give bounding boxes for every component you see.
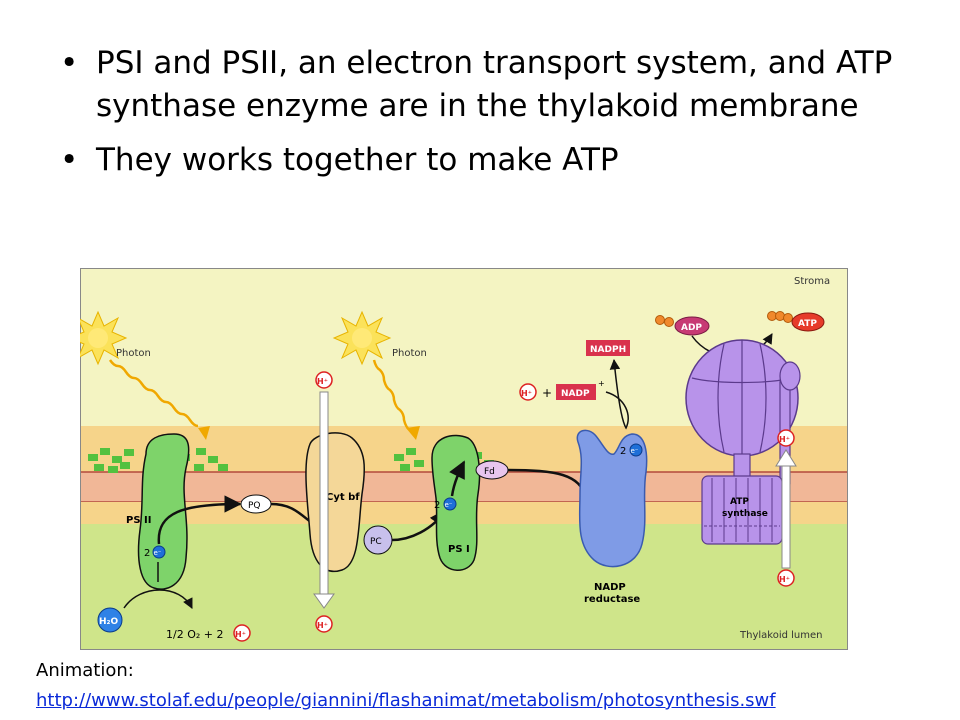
- hydrogen-ion: H⁺: [315, 615, 333, 633]
- svg-text:e⁻: e⁻: [631, 447, 639, 455]
- svg-text:NADP: NADP: [561, 389, 590, 399]
- nadp-reductase: [576, 429, 648, 568]
- atp-synthase: [685, 339, 801, 545]
- lumen-label: Thylakoid lumen: [739, 630, 822, 641]
- psi-label: PS I: [448, 544, 470, 555]
- plastoquinone: PQ: [240, 494, 272, 514]
- reductase-label: reductase: [584, 594, 640, 605]
- photon-label: Photon: [392, 348, 427, 359]
- svg-text:H⁺: H⁺: [317, 621, 328, 630]
- electron-icon: e⁻: [443, 497, 457, 511]
- animation-link[interactable]: http://www.stolaf.edu/people/giannini/fl…: [36, 690, 776, 711]
- atp-molecule: ATP: [767, 311, 825, 332]
- plus-sign: +: [542, 386, 552, 400]
- nadph-product: NADPH: [586, 340, 630, 356]
- bullet-text: PSI and PSII, an electron transport syst…: [96, 45, 893, 124]
- bullet-text: They works together to make ATP: [96, 142, 619, 178]
- photosystem-ii: [137, 433, 190, 590]
- svg-text:e⁻: e⁻: [445, 501, 453, 509]
- bullet-item: • PSI and PSII, an electron transport sys…: [60, 42, 930, 128]
- hydrogen-ion: H⁺: [519, 383, 537, 401]
- cytbf-label: Cyt bf: [326, 492, 360, 503]
- nadph-formation-arrow: [605, 358, 629, 430]
- adp-molecule: ADP: [655, 315, 710, 336]
- svg-text:H⁺: H⁺: [779, 575, 790, 584]
- svg-text:e⁻: e⁻: [154, 549, 162, 557]
- caption-label: Animation:: [36, 660, 134, 681]
- hydrogen-ion: H⁺: [315, 371, 333, 389]
- svg-text:ATP: ATP: [798, 319, 817, 329]
- synthase-label: synthase: [722, 509, 768, 519]
- nadp-plus: NADP +: [556, 379, 605, 400]
- bullet-item: • They works together to make ATP: [60, 139, 930, 182]
- water-oxidation-arrow: [123, 589, 193, 609]
- svg-text:NADPH: NADPH: [590, 345, 626, 355]
- proton-channel: [319, 391, 329, 597]
- proton-return-channel: [781, 463, 791, 569]
- ferredoxin: Fd: [475, 460, 509, 480]
- reductase-label: NADP: [594, 582, 626, 593]
- svg-text:ADP: ADP: [681, 323, 702, 333]
- plastocyanin: PC: [363, 525, 393, 555]
- svg-text:H⁺: H⁺: [779, 435, 790, 444]
- hydrogen-ion: H⁺: [233, 624, 251, 642]
- electron-count: 2: [144, 548, 150, 559]
- psii-label: PS II: [126, 515, 151, 526]
- bullet-dot: •: [60, 142, 79, 178]
- sun-icon: [332, 310, 392, 366]
- svg-text:H⁺: H⁺: [521, 389, 532, 398]
- psi-excitation-arrow: [449, 460, 466, 497]
- sun-icon: [80, 310, 128, 366]
- electron-count: 2: [620, 446, 626, 457]
- svg-text:Fd: Fd: [484, 467, 495, 477]
- photon-wave: [372, 359, 411, 432]
- electron-count: 2: [434, 500, 440, 511]
- svg-text:PQ: PQ: [248, 501, 261, 511]
- svg-text:+: +: [598, 379, 605, 388]
- electron-icon: e⁻: [629, 443, 643, 457]
- bullet-list: • PSI and PSII, an electron transport sys…: [60, 42, 930, 182]
- svg-text:H⁺: H⁺: [317, 377, 328, 386]
- animation-caption: Animation: http://www.stolaf.edu/people/…: [36, 656, 776, 716]
- hydrogen-ion: H⁺: [777, 569, 795, 587]
- svg-text:H⁺: H⁺: [235, 630, 246, 639]
- hydrogen-ion: H⁺: [777, 429, 795, 447]
- synthase-label: ATP: [730, 497, 749, 507]
- svg-text:PC: PC: [370, 537, 382, 547]
- electron-path-arrow: [157, 495, 242, 545]
- water-molecule: H₂O: [97, 607, 123, 633]
- electron-icon: e⁻: [152, 545, 166, 559]
- photon-label: Photon: [116, 348, 151, 359]
- photon-wave: [108, 359, 199, 428]
- svg-text:H₂O: H₂O: [99, 617, 118, 627]
- bullet-dot: •: [60, 45, 79, 81]
- thylakoid-diagram: Stroma Thylakoid lumen Photon Photon PS …: [80, 268, 848, 650]
- oxygen-release: 1/2 O₂ + 2: [166, 628, 223, 641]
- stroma-label: Stroma: [794, 276, 830, 287]
